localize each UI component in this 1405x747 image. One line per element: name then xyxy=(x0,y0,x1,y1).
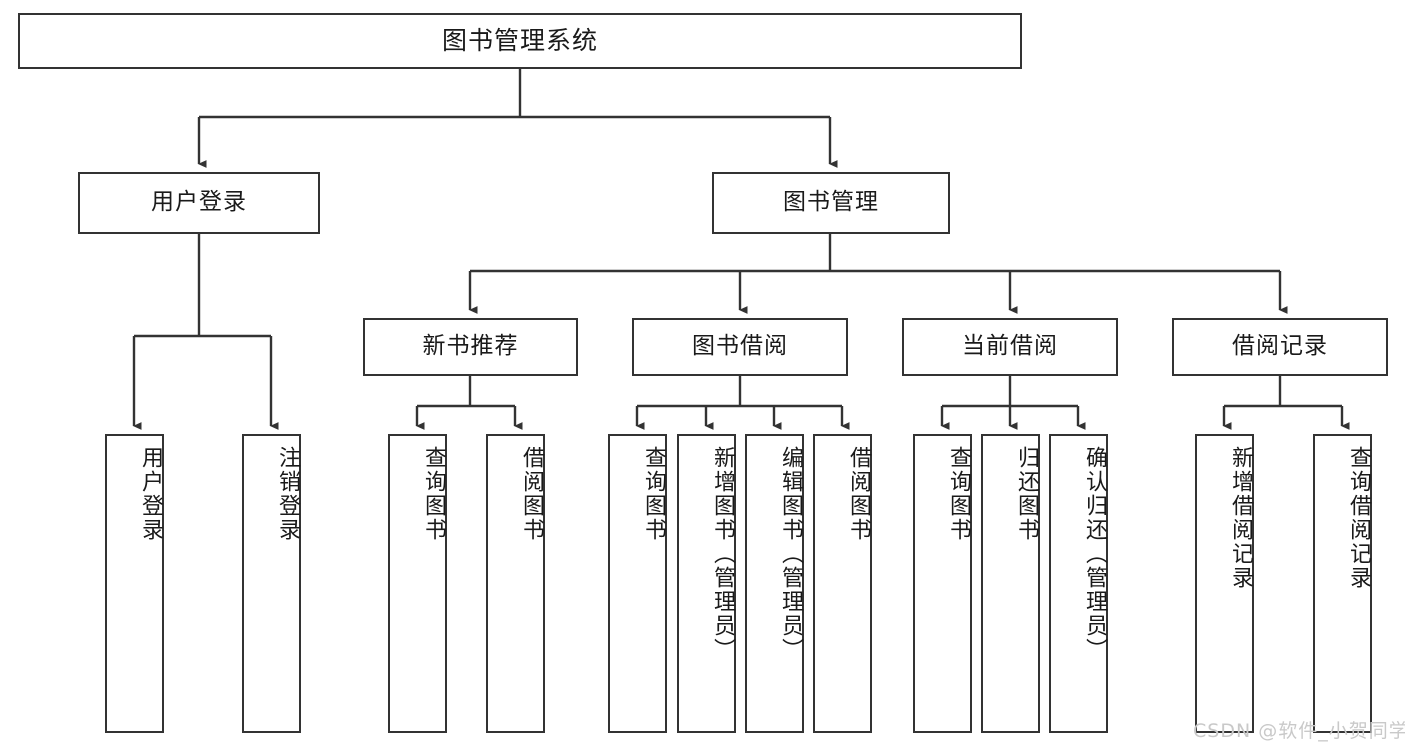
node-label: 新增图书（管理员） xyxy=(710,446,735,662)
leaf-book-borrow-borrow[interactable]: 借阅图书 xyxy=(813,434,872,733)
node-label: 当前借阅 xyxy=(962,333,1058,360)
node-label: 查询图书 xyxy=(421,446,446,542)
leaf-borrow-record-query[interactable]: 查询借阅记录 xyxy=(1313,434,1372,733)
node-label: 图书管理系统 xyxy=(441,26,598,56)
node-label: 新书推荐 xyxy=(422,333,519,360)
node-label: 借阅图书 xyxy=(846,446,871,542)
node-label: 注销登录 xyxy=(275,446,300,542)
node-label: 归还图书 xyxy=(1014,446,1039,542)
node-label: 确认归还（管理员） xyxy=(1082,446,1107,662)
leaf-current-borrow-query[interactable]: 查询图书 xyxy=(913,434,972,733)
leaf-user-login-login[interactable]: 用户登录 xyxy=(105,434,164,733)
node-label: 用户登录 xyxy=(138,446,163,542)
node-label: 借阅图书 xyxy=(519,446,544,542)
node-label: 图书管理 xyxy=(783,189,879,216)
node-label: 查询图书 xyxy=(946,446,971,542)
leaf-book-borrow-add[interactable]: 新增图书（管理员） xyxy=(677,434,736,733)
node-borrow-record[interactable]: 借阅记录 xyxy=(1172,318,1388,376)
node-label: 图书借阅 xyxy=(692,333,788,360)
node-label: 借阅记录 xyxy=(1232,333,1328,360)
node-current-borrow[interactable]: 当前借阅 xyxy=(902,318,1118,376)
node-label: 编辑图书（管理员） xyxy=(778,446,803,662)
leaf-current-borrow-confirm[interactable]: 确认归还（管理员） xyxy=(1049,434,1108,733)
csdn-watermark: CSDN @软件_小贺同学 xyxy=(1193,720,1405,742)
leaf-new-book-borrow[interactable]: 借阅图书 xyxy=(486,434,545,733)
node-label: 用户登录 xyxy=(151,189,247,216)
leaf-book-borrow-query[interactable]: 查询图书 xyxy=(608,434,667,733)
node-user-login[interactable]: 用户登录 xyxy=(78,172,320,234)
node-book-management[interactable]: 图书管理 xyxy=(712,172,950,234)
node-root-system[interactable]: 图书管理系统 xyxy=(18,13,1022,69)
node-label: 查询借阅记录 xyxy=(1346,446,1371,590)
leaf-book-borrow-edit[interactable]: 编辑图书（管理员） xyxy=(745,434,804,733)
leaf-borrow-record-add[interactable]: 新增借阅记录 xyxy=(1195,434,1254,733)
node-label: 新增借阅记录 xyxy=(1228,446,1253,590)
leaf-new-book-query[interactable]: 查询图书 xyxy=(388,434,447,733)
node-new-book-recommend[interactable]: 新书推荐 xyxy=(363,318,578,376)
node-book-borrow[interactable]: 图书借阅 xyxy=(632,318,848,376)
leaf-current-borrow-return[interactable]: 归还图书 xyxy=(981,434,1040,733)
leaf-user-login-logout[interactable]: 注销登录 xyxy=(242,434,301,733)
node-label: 查询图书 xyxy=(641,446,666,542)
